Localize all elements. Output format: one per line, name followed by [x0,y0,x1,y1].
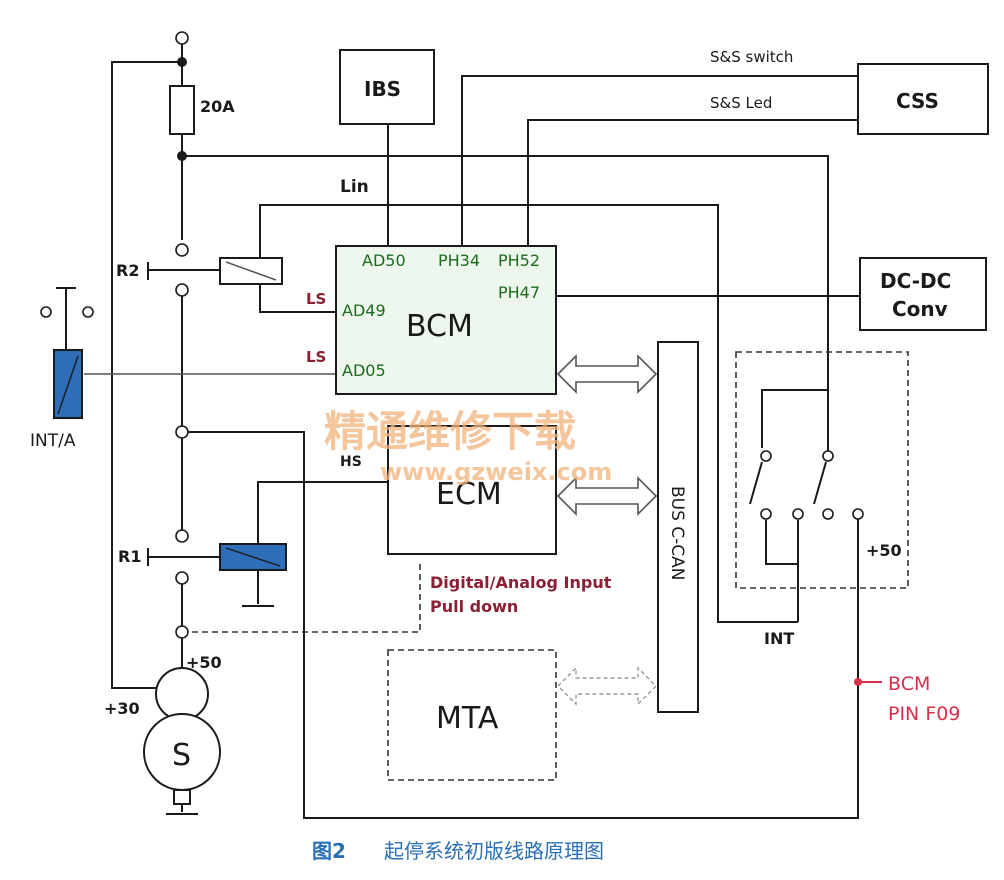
plus50-label: +50 [186,653,222,672]
bcm-label: BCM [406,309,473,344]
plus50-switch-label: +50 [866,541,902,560]
relay-r1-terminal-top [175,529,189,543]
pin-ph47: PH47 [498,283,540,302]
dcdc-label-line2: Conv [892,297,948,321]
bcm-pin-label-line1: BCM [888,673,930,695]
relay-r2-terminal-top [175,243,189,257]
ls-label: LS [306,290,326,308]
dcdc-box [859,257,987,331]
relay-r1-label: R1 [118,547,141,566]
starter-label: S [172,738,191,773]
switch-contact [822,508,834,520]
mta-label: MTA [436,701,499,736]
plus30-label: +30 [104,699,140,718]
bus-label: BUS C-CAN [667,486,687,581]
mta-bus-arrow [557,666,657,706]
pin-ad05: AD05 [342,361,386,380]
starter-shaft [173,789,191,805]
caption-title: 起停系统初版线路原理图 [384,839,604,863]
switch-contact [760,450,772,462]
mta-box [387,649,557,781]
hs-label: HS [340,454,362,470]
pin-ad50: AD50 [362,251,406,270]
dcdc-label-line1: DC-DC [880,269,951,293]
int-a-terminal [40,306,52,318]
relay-r1-terminal-bottom [175,571,189,585]
junction-dot [177,57,187,67]
css-label: CSS [896,89,939,113]
digital-analog-label-line2: Pull down [430,597,518,616]
switch-contact [852,508,864,520]
css-box [857,63,989,135]
switch-contact [760,508,772,520]
pin-ad49: AD49 [342,301,386,320]
ibs-box [339,49,435,125]
watermark-chinese: 精通维修下载 [324,407,576,456]
watermark-url: www.gzweix.com [380,458,612,486]
ecm-bus-arrow [556,476,658,516]
bus-c-can [657,341,699,713]
int-a-terminal [82,306,94,318]
pull-down-line [182,560,421,633]
ss-switch-label: S&S switch [710,48,793,66]
caption-number: 图2 [312,839,346,863]
ignition-switch-box [735,351,909,589]
bcm-bus-arrow [556,354,658,394]
wiring [84,38,860,819]
junction-dot [177,151,187,161]
int-a-label: INT/A [30,431,76,451]
terminal-top [175,31,189,45]
switch-contact [822,450,834,462]
pin-ph34: PH34 [438,251,480,270]
ecm-box [387,425,557,555]
node [175,425,189,439]
fuse-label: 20A [200,97,235,116]
relay-r1-coil [219,543,287,571]
ls-label: LS [306,348,326,366]
relay-r2-label: R2 [116,261,139,280]
node [175,625,189,639]
ibs-label: IBS [364,77,401,101]
fuse-20a [169,85,195,135]
int-label: INT [764,629,794,648]
ss-led-label: S&S Led [710,94,772,112]
bcm-pin-label-line2: PIN F09 [888,703,960,725]
lin-label: Lin [340,177,369,197]
bcm-box [335,245,557,395]
starter-solenoid [155,667,209,721]
digital-analog-label-line1: Digital/Analog Input [430,573,612,592]
pin-ph52: PH52 [498,251,540,270]
ecm-label: ECM [436,477,502,512]
switch-contact [792,508,804,520]
relay-r2-terminal-bottom [175,283,189,297]
